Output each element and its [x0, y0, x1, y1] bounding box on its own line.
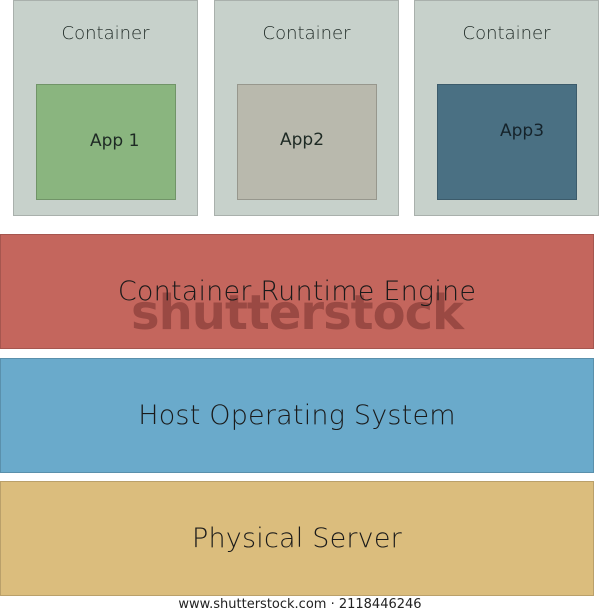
- app-2-box: App2: [237, 84, 377, 200]
- layer-container-runtime-engine: shutterstock Container Runtime Engine: [0, 234, 594, 349]
- app-3-box: App3: [437, 84, 577, 200]
- app-label: App3: [500, 121, 545, 141]
- container-1: Container App 1: [13, 0, 198, 216]
- layer-label: Host Operating System: [138, 400, 456, 431]
- container-3: Container App3: [414, 0, 599, 216]
- app-label: App 1: [90, 131, 140, 151]
- container-label: Container: [262, 23, 351, 44]
- layer-label: Container Runtime Engine: [117, 276, 477, 307]
- container-2: Container App2: [214, 0, 399, 216]
- app-label: App2: [280, 130, 325, 150]
- layer-physical-server: Physical Server: [0, 481, 594, 596]
- container-label: Container: [462, 23, 551, 44]
- stock-caption: www.shutterstock.com · 2118446246: [178, 597, 422, 612]
- app-1-box: App 1: [36, 84, 176, 200]
- layer-host-operating-system: Host Operating System: [0, 358, 594, 473]
- watermark: shutterstock: [131, 285, 464, 341]
- container-label: Container: [61, 23, 150, 44]
- layer-label: Physical Server: [192, 523, 402, 554]
